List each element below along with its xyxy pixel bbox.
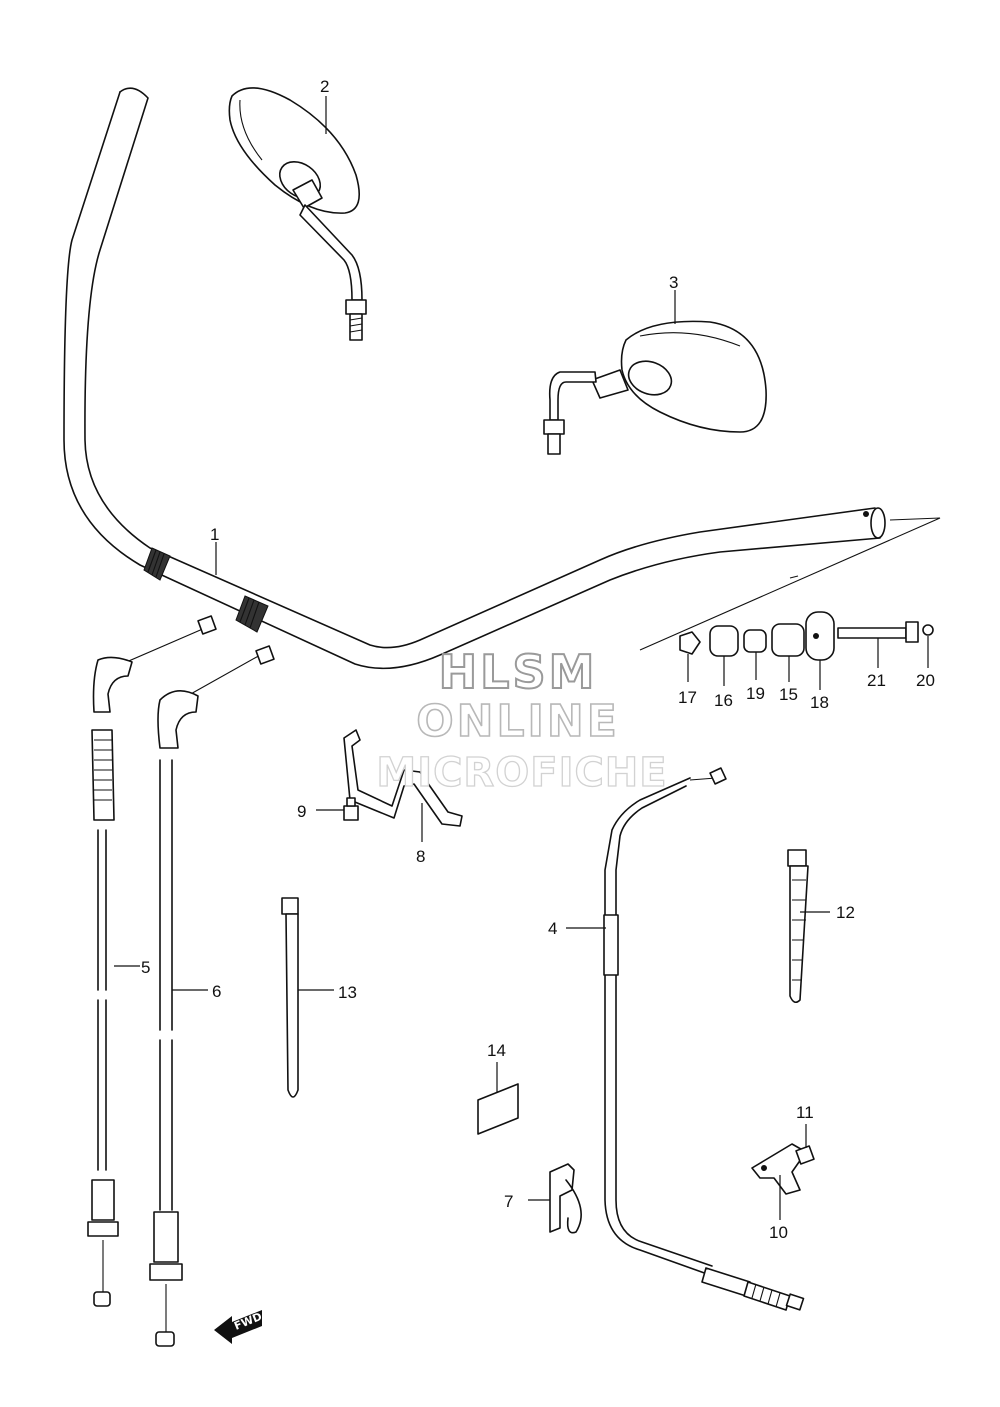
part-number-11: 11 [796, 1103, 814, 1122]
spacer-19[interactable] [743, 629, 767, 653]
part-number-20: 20 [916, 671, 935, 690]
part-number-12: 12 [836, 903, 855, 922]
knurl-right [235, 595, 269, 633]
part-number-labels: 1 2 3 4 5 6 7 8 9 10 11 12 13 14 15 16 1… [141, 77, 935, 1242]
cable-tie-12[interactable] [787, 849, 809, 1004]
mirror-right[interactable] [543, 320, 767, 455]
washer-20[interactable] [922, 624, 934, 636]
clamp-7[interactable] [549, 1163, 582, 1234]
part-number-16: 16 [714, 691, 733, 710]
part-number-2: 2 [320, 77, 329, 96]
part-number-15: 15 [779, 685, 798, 704]
holder-10[interactable] [751, 1143, 807, 1195]
weight-16[interactable] [709, 625, 739, 657]
handlebar[interactable] [63, 87, 941, 670]
part-number-14: 14 [487, 1041, 506, 1060]
cable-guide-bracket[interactable] [343, 729, 463, 827]
part-number-19: 19 [746, 684, 765, 703]
watermark: HLSM ONLINE MICROFICHE [376, 644, 668, 797]
bolt-21[interactable] [837, 621, 919, 643]
part-number-9: 9 [297, 802, 306, 821]
part-number-10: 10 [769, 1223, 788, 1242]
weight-15[interactable] [771, 623, 805, 657]
cable-4[interactable] [603, 767, 805, 1311]
knurl-left [143, 547, 171, 581]
part-number-1: 1 [210, 525, 219, 544]
leader-lines [114, 96, 929, 1220]
bolt-9[interactable] [343, 797, 359, 821]
watermark-line2: ONLINE [416, 696, 620, 747]
nut-17[interactable] [679, 631, 701, 655]
watermark-line1: HLSM [439, 645, 598, 699]
part-number-17: 17 [678, 688, 697, 707]
bolt-11[interactable] [795, 1145, 815, 1165]
fwd-arrow-icon: FWD [214, 1310, 264, 1344]
cable-tie-13[interactable] [281, 897, 299, 1098]
part-number-18: 18 [810, 693, 829, 712]
part-number-3: 3 [669, 273, 678, 292]
part-number-7: 7 [504, 1192, 513, 1211]
cap-18[interactable] [805, 611, 835, 661]
part-number-13: 13 [338, 983, 357, 1002]
part-number-8: 8 [416, 847, 425, 866]
throttle-cable-5[interactable] [87, 615, 217, 1307]
part-number-6: 6 [212, 982, 221, 1001]
part-number-4: 4 [548, 919, 557, 938]
throttle-cable-6[interactable] [149, 645, 275, 1347]
part-number-21: 21 [867, 671, 886, 690]
mirror-left[interactable] [228, 87, 367, 341]
part-number-5: 5 [141, 958, 150, 977]
label-14[interactable] [477, 1083, 519, 1135]
watermark-line3: MICROFICHE [376, 750, 667, 796]
